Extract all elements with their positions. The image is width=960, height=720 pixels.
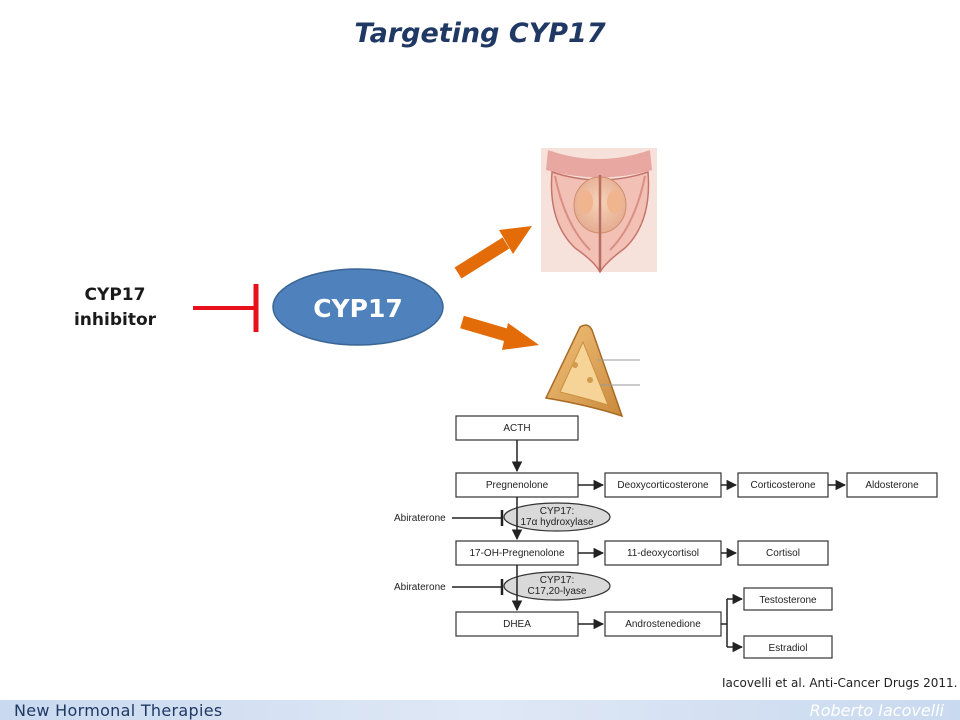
aldosterone-label: Aldosterone (865, 480, 919, 491)
inhibitor-symbol (193, 284, 259, 332)
acth-box (455, 415, 579, 441)
dhea-box (455, 611, 579, 637)
androstenedione-label: Androstenedione (625, 619, 701, 630)
slide-title: Targeting CYP17 (354, 18, 606, 49)
arrow-to-adrenal (460, 315, 539, 350)
adrenal-icon (544, 324, 640, 418)
cyp17-ellipse (272, 268, 444, 346)
footer-author: Roberto Iacovelli (809, 701, 944, 720)
abiraterone-label-2: Abiraterone (394, 582, 446, 593)
enzyme-2-line2: C17,20-lyase (528, 586, 587, 597)
oh-pregnenolone-label: 17-OH-Pregnenolone (469, 548, 564, 559)
deoxycortisol-box (604, 540, 722, 566)
cyp17-label: CYP17 (313, 294, 403, 323)
oh-pregnenolone-box (455, 540, 579, 566)
dhea-label: DHEA (503, 619, 531, 630)
enzyme-1-line2: 17α hydroxylase (520, 517, 593, 528)
footer-bar: New Hormonal Therapies Roberto Iacovelli (0, 700, 960, 720)
testosterone-label: Testosterone (759, 595, 817, 606)
pregnenolone-box (455, 472, 579, 498)
deoxycortisol-label: 11-deoxycortisol (627, 548, 699, 559)
androstenedione-box (604, 611, 722, 637)
acth-label: ACTH (503, 423, 530, 434)
testosterone-box (743, 587, 833, 611)
corticosterone-label: Corticosterone (750, 480, 815, 491)
deoxycorticosterone-label: Deoxycorticosterone (617, 480, 709, 491)
enzyme-1-ellipse (503, 502, 611, 532)
pregnenolone-label: Pregnenolone (486, 480, 549, 491)
prostate-icon (541, 148, 657, 274)
citation: Iacovelli et al. Anti-Cancer Drugs 2011. (722, 676, 958, 690)
cortisol-label: Cortisol (766, 548, 800, 559)
enzyme-2-line1: CYP17: (540, 575, 574, 586)
footer-section-title: New Hormonal Therapies (14, 701, 223, 720)
enzyme-2-ellipse (503, 571, 611, 601)
abiraterone-label-1: Abiraterone (394, 513, 446, 524)
inhibitor-label-line1: CYP17 (84, 285, 146, 305)
aldosterone-box (846, 472, 938, 498)
enzyme-1-line1: CYP17: (540, 506, 574, 517)
cortisol-box (737, 540, 829, 566)
inhibitor-label-line2: inhibitor (73, 310, 157, 330)
arrow-to-prostate (454, 226, 532, 279)
steroid-pathway: ACTH Pregnenolone Deoxycorticosterone Co… (394, 415, 938, 659)
inhibitor-label: CYP17 inhibitor (60, 283, 170, 333)
diagram-canvas: CYP17 ACTH Pregnenolone Deox (193, 148, 938, 659)
estradiol-label: Estradiol (769, 643, 808, 654)
estradiol-box (743, 635, 833, 659)
